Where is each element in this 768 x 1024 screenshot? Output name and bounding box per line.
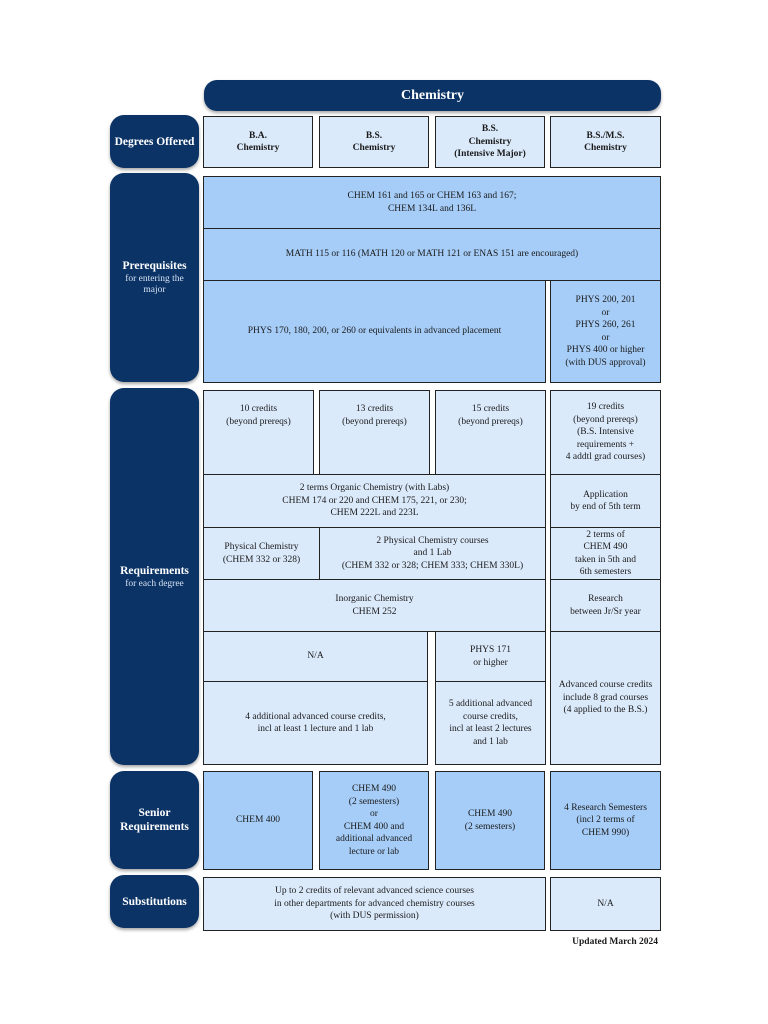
req-advanced-ba-bs: 4 additional advanced course credits, in… <box>203 681 428 765</box>
req-credits-bs: 13 credits (beyond prereqs) <box>319 390 430 475</box>
label-requirements: Requirements for each degree <box>110 388 199 765</box>
req-chem490-terms: 2 terms of CHEM 490 taken in 5th and 6th… <box>550 527 661 580</box>
label-senior-requirements: Senior Requirements <box>110 771 199 869</box>
req-phys171: PHYS 171 or higher <box>435 631 546 682</box>
req-credits-intensive: 15 credits (beyond prereqs) <box>435 390 546 475</box>
req-pchem-ba: Physical Chemistry (CHEM 332 or 328) <box>203 527 320 580</box>
req-research: Research between Jr/Sr year <box>550 579 661 632</box>
req-pchem-bs: 2 Physical Chemistry courses and 1 Lab (… <box>319 527 546 580</box>
req-application: Application by end of 5th term <box>550 474 661 528</box>
degree-bs-ms: B.S./M.S. Chemistry <box>550 116 661 168</box>
senior-bsms: 4 Research Semesters (incl 2 terms of CH… <box>550 771 661 870</box>
prereq-phys-bsms: PHYS 200, 201 or PHYS 260, 261 or PHYS 4… <box>550 280 661 383</box>
label-substitutions: Substitutions <box>110 875 199 928</box>
senior-bs: CHEM 490 (2 semesters) or CHEM 400 and a… <box>319 771 429 870</box>
req-advanced-bsms: Advanced course credits include 8 grad c… <box>550 631 661 765</box>
req-credits-bsms: 19 credits (beyond prereqs) (B.S. Intens… <box>550 390 661 475</box>
label-prerequisites-text: Prerequisites <box>122 260 187 272</box>
req-na: N/A <box>203 631 428 682</box>
req-credits-ba: 10 credits (beyond prereqs) <box>203 390 314 475</box>
degree-bs: B.S. Chemistry <box>319 116 429 168</box>
label-substitutions-text: Substitutions <box>122 895 187 908</box>
req-organic: 2 terms Organic Chemistry (with Labs) CH… <box>203 474 546 528</box>
senior-intensive: CHEM 490 (2 semesters) <box>435 771 545 870</box>
req-advanced-intensive: 5 additional advanced course credits, in… <box>435 681 546 765</box>
senior-ba: CHEM 400 <box>203 771 313 870</box>
label-requirements-sub: for each degree <box>125 578 184 589</box>
label-degrees-offered: Degrees Offered <box>110 115 199 168</box>
label-prerequisites: Prerequisites for entering the major <box>110 173 199 382</box>
label-degrees-text: Degrees Offered <box>114 135 195 148</box>
label-senior-text: Senior Requirements <box>120 807 189 833</box>
substitutions-main: Up to 2 credits of relevant advanced sci… <box>203 877 546 931</box>
label-prerequisites-sub: for entering the major <box>125 274 184 295</box>
prereq-math: MATH 115 or 116 (MATH 120 or MATH 121 or… <box>203 228 661 281</box>
updated-date: Updated March 2024 <box>572 937 658 947</box>
page-title: Chemistry <box>204 80 661 111</box>
req-inorganic: Inorganic Chemistry CHEM 252 <box>203 579 546 632</box>
prereq-phys: PHYS 170, 180, 200, or 260 or equivalent… <box>203 280 546 383</box>
degree-bs-intensive: B.S. Chemistry (Intensive Major) <box>435 116 545 168</box>
prereq-chem: CHEM 161 and 165 or CHEM 163 and 167; CH… <box>203 176 661 229</box>
substitutions-bsms: N/A <box>550 877 661 931</box>
degree-ba: B.A. Chemistry <box>203 116 313 168</box>
label-requirements-text: Requirements <box>120 564 189 577</box>
